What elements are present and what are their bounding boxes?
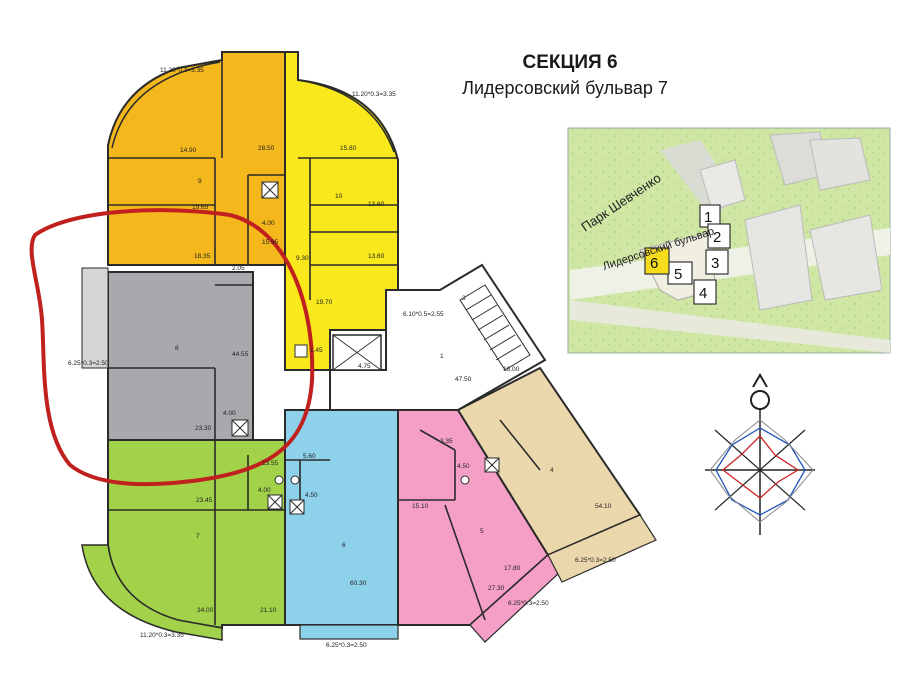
apartment-number: 6 [342,542,346,549]
area-label: 54.10 [595,503,612,510]
area-label: 14.90 [180,147,197,154]
balcony-label-green: 11.20*0.3=3.35 [140,632,184,639]
area-label: 4.50 [457,463,470,470]
map-section-3 [705,249,729,275]
balcony-top-left [111,61,221,149]
area-label: 15.10 [412,503,429,510]
compass-arrow-icon [750,390,770,410]
map-section-label-5: 5 [674,266,682,283]
area-label: 23.45 [196,497,213,504]
area-label: 4.50 [305,492,318,499]
page-title: СЕКЦИЯ 6 [522,52,618,73]
balcony-label-blue: 6.25*0.3=2.50 [326,642,367,649]
map-section-6 [644,247,670,275]
apartment-number: 9 [198,178,202,185]
location-map: 1 2 3 4 5 6 Парк Шевченко Лидерсовский б… [567,127,891,354]
area-label: 17.80 [504,565,521,572]
area-label: 44.55 [232,351,249,358]
map-section-label-2: 2 [713,229,721,246]
apartment-number: 10 [335,193,343,200]
balcony-green [81,544,223,641]
apartment-number: 1 [440,353,444,360]
area-label: 2.05 [232,265,245,272]
apartment-number: 7 [196,533,200,540]
area-label: 15.95 [262,239,279,246]
area-label: 19.70 [316,299,333,306]
map-section-label-1: 1 [704,209,712,226]
map-section-label-3: 3 [711,255,719,272]
apartment-8-shape [107,271,254,441]
area-label: 5.60 [303,453,316,460]
area-label: 3.35 [440,438,453,445]
map-section-4 [693,279,717,305]
balcony-label-top-right: 11.20*0.3=3.35 [352,91,396,98]
compass-rose [705,373,815,535]
area-label: 60.30 [350,580,367,587]
area-label: 16.00 [503,366,520,373]
area-label: 23.30 [195,425,212,432]
balcony-left-grey [81,267,109,369]
apartment-10-shape [284,51,399,371]
area-label: 4.00 [262,220,275,227]
area-label: 9.30 [296,255,309,262]
area-label: 13.60 [368,201,385,208]
map-section-label-6: 6 [650,255,658,272]
area-label: 21.10 [260,607,277,614]
balcony-label-bottom-right: 6.25*0.3=2.50 [575,557,616,564]
area-label: 47.50 [455,376,472,383]
interior-walls [108,60,541,625]
area-label: 27.30 [488,585,505,592]
apartment-number: 5 [480,528,484,535]
area-label: 15.80 [340,145,357,152]
highlight-ring [29,208,315,487]
area-label: 13.60 [368,253,385,260]
apartment-7 [81,439,286,641]
balcony-beige [547,514,657,583]
area-label: 19.65 [192,204,209,211]
apartment-number: 3 [462,295,466,302]
page-subtitle: Лидерсовский бульвар 7 [462,78,668,98]
balcony-label-pink: 6.25*0.3=2.50 [508,600,549,607]
balcony-blue [299,624,399,640]
apartment-6-shape [284,409,399,626]
bathroom-fixtures [231,181,500,515]
area-label: 34.00 [197,607,214,614]
area-label: 4.00 [223,410,236,417]
balcony-label-left: 6.25*0.3=2.50 [68,360,109,367]
apartment-8 [81,267,254,441]
map-section-label-4: 4 [699,285,707,302]
map-section-2 [707,223,731,249]
area-label: 4.75 [358,363,371,370]
balcony-label-small-orange: 6.10*0.5=2.55 [403,311,444,318]
area-label: 1.45 [310,347,323,354]
staircase [459,284,531,371]
apartment-number: 8 [175,345,179,352]
area-label: 18.35 [194,253,211,260]
area-label: 13.55 [262,460,279,467]
balcony-top-right [297,79,395,153]
area-label: 28.50 [258,145,275,152]
area-label: 4.00 [258,487,271,494]
balcony-label-top-left: 11.20*0.3=3.35 [160,67,204,74]
apartment-10 [284,51,399,371]
apartment-number: 4 [550,467,554,474]
